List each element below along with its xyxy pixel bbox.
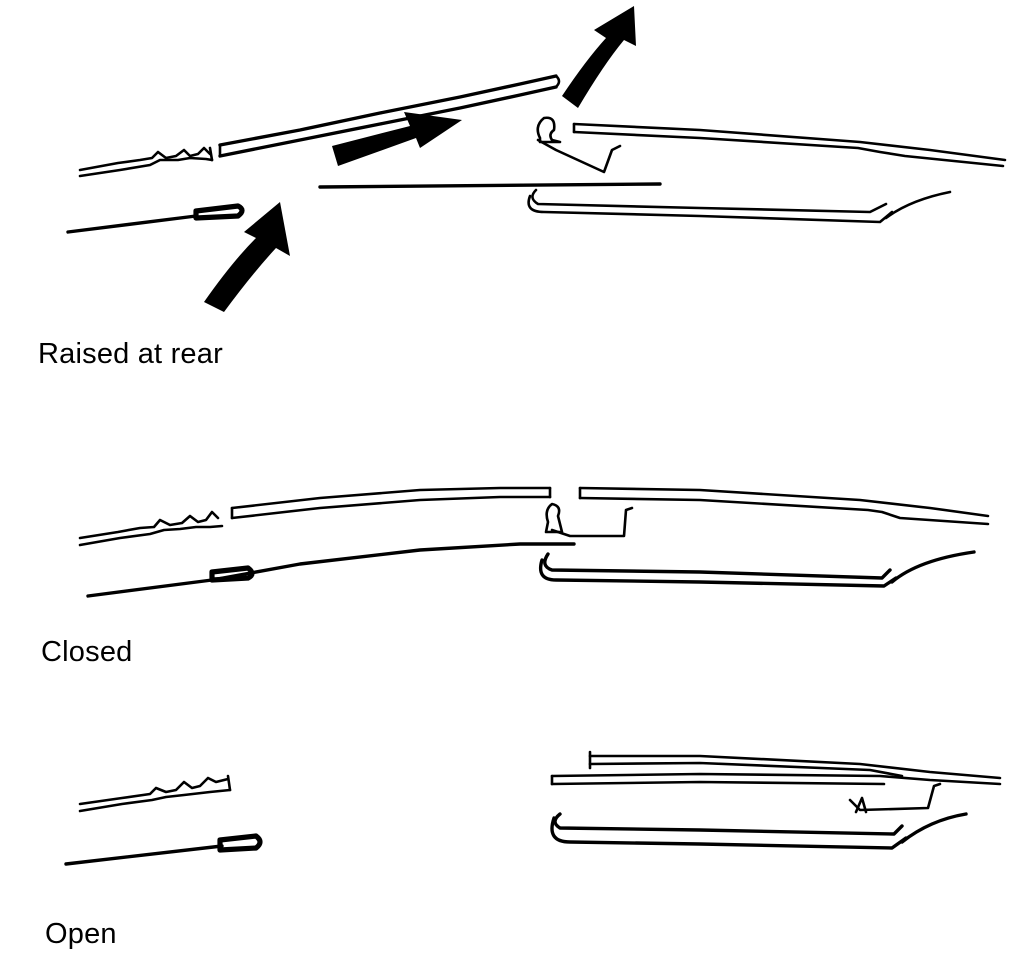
- closed-sunroof-panel-bottom: [230, 495, 552, 520]
- state-label-raised-at-rear: Raised at rear: [38, 338, 223, 370]
- open-rear-inner-frame-curve: [900, 812, 968, 844]
- raised-latch-hook: [536, 116, 562, 144]
- open-latch-arm: [848, 782, 942, 812]
- closed-front-inner-lining: [86, 542, 576, 598]
- front-roof-edge-lower: [78, 156, 214, 178]
- open-rear-roof-bottom: [550, 780, 886, 786]
- open-rear-inner-frame-bottom: [550, 816, 908, 850]
- front-roof-edge: [78, 146, 212, 172]
- raised-sunroof-panel-top: [218, 74, 558, 147]
- front-lining-seal: [193, 203, 245, 221]
- slide-arrow-straight: [332, 112, 462, 166]
- closed-rear-roof-bottom: [578, 496, 990, 526]
- open-front-roof-edge: [78, 776, 230, 806]
- open-retracted-panel-bottom: [588, 761, 904, 778]
- closed-front-lining-seal: [209, 565, 255, 583]
- raised-inner-panel: [318, 182, 662, 189]
- rear-inner-frame-curve: [884, 190, 952, 220]
- lift-arrow-curved-up: [204, 202, 290, 312]
- closed-rear-inner-frame-curve: [890, 550, 976, 584]
- closed-rear-inner-frame-bottom: [538, 558, 898, 588]
- open-front-lining-seal: [217, 833, 263, 853]
- tilt-arrow-curved-up: [562, 6, 636, 108]
- rear-inner-frame-bottom: [527, 194, 894, 224]
- raised-at-rear-illustration: [66, 6, 1007, 312]
- open-latch-hook: [854, 796, 868, 814]
- open-retracted-panel-top: [588, 754, 1002, 780]
- closed-latch-hook: [544, 502, 564, 534]
- open-front-inner-lining: [64, 844, 224, 866]
- closed-latch-arm: [550, 506, 634, 538]
- open-front-roof-edge-end: [226, 774, 232, 792]
- rear-roof-top: [572, 122, 1007, 162]
- open-rear-roof-top: [550, 772, 1002, 786]
- raised-latch-arm: [536, 138, 622, 174]
- open-illustration: [64, 750, 1002, 866]
- closed-rear-inner-frame-top: [543, 552, 892, 580]
- raised-sunroof-panel-rear-end: [554, 74, 561, 89]
- state-label-open: Open: [45, 918, 117, 950]
- open-rear-inner-frame-top: [553, 812, 904, 836]
- rear-roof-bottom: [572, 130, 1005, 168]
- front-roof-edge-lip: [208, 146, 214, 162]
- state-label-closed: Closed: [41, 636, 133, 668]
- closed-sunroof-panel-top: [230, 486, 552, 510]
- rear-inner-frame-top: [531, 188, 888, 214]
- closed-front-roof-edge-lower: [78, 524, 224, 547]
- front-inner-lining: [66, 214, 198, 234]
- open-front-roof-edge-lower: [78, 788, 232, 813]
- closed-illustration: [78, 486, 990, 598]
- closed-rear-roof-top: [578, 486, 990, 518]
- closed-front-roof-edge: [78, 510, 220, 540]
